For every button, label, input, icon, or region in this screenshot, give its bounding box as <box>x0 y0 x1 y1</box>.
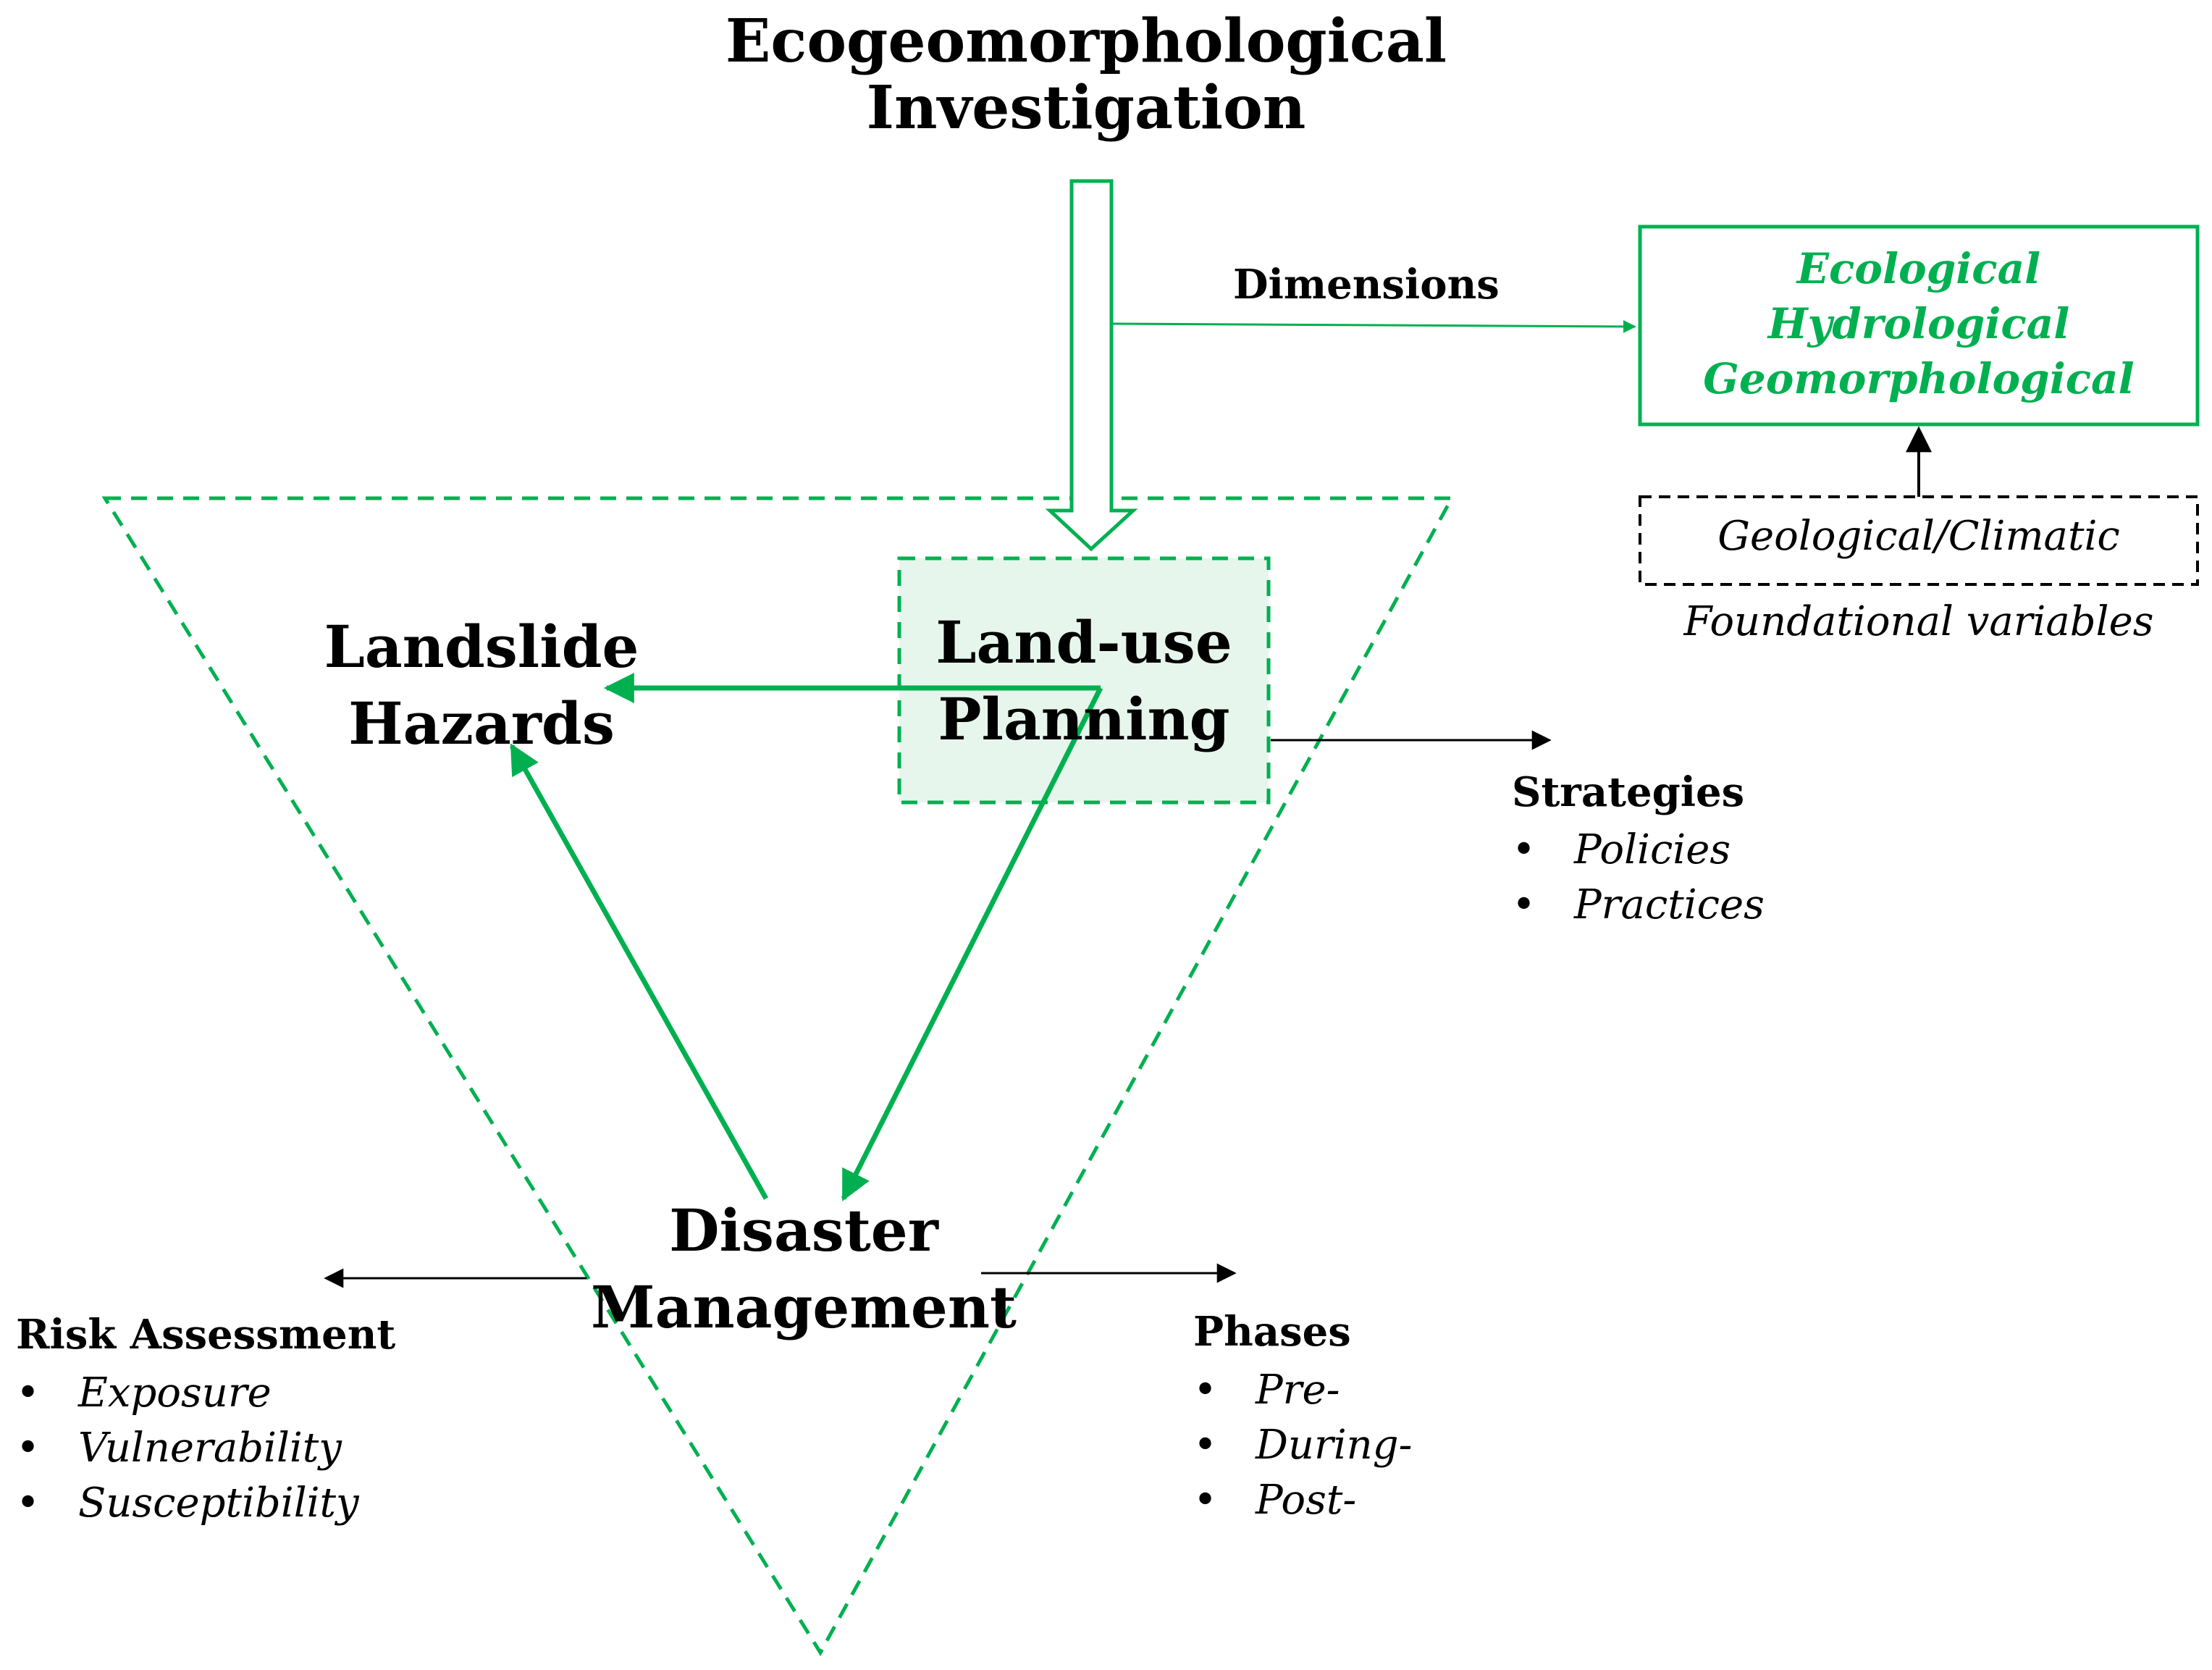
list-item: •Susceptibility <box>16 1480 359 1527</box>
strategies-list: •Policies •Practices <box>1512 823 1765 933</box>
phases-heading: Phases <box>1193 1308 1351 1356</box>
list-item: •Policies <box>1512 826 1731 873</box>
landslide-line1: Landslide <box>324 613 639 681</box>
disaster-management-label: Disaster Management <box>586 1192 1021 1346</box>
title: Ecogeomorphological Investigation <box>652 7 1521 143</box>
disaster-line1: Disaster <box>669 1196 938 1264</box>
landslide-hazards-label: Landslide Hazards <box>290 608 673 762</box>
title-line2: Investigation <box>866 72 1306 143</box>
strategies-heading: Strategies <box>1512 768 1745 816</box>
phases-list: •Pre- •During- •Post- <box>1193 1363 1412 1528</box>
list-item: •Pre- <box>1193 1367 1340 1414</box>
landslide-line2: Hazards <box>348 689 615 758</box>
disaster-to-landslide-arrow <box>509 743 769 1200</box>
list-item: •Practices <box>1512 881 1765 928</box>
dimensions-list: Ecological Hydrological Geomorphological <box>1640 241 2198 406</box>
hollow-down-arrow <box>1045 179 1138 552</box>
dimensions-box <box>1638 225 2200 427</box>
list-item: •Post- <box>1193 1477 1357 1524</box>
dimension-geomorphological: Geomorphological <box>1703 354 2135 403</box>
foundational-box-label: Geological/Climatic <box>1717 513 2120 560</box>
list-item: •Exposure <box>16 1369 272 1417</box>
landuse-line2: Planning <box>938 685 1230 753</box>
dimensions-label: Dimensions <box>1233 261 1500 309</box>
risk-heading: Risk Assessment <box>16 1311 396 1359</box>
dimension-hydrological: Hydrological <box>1767 299 2070 348</box>
landuse-planning-label: Land-use Planning <box>899 604 1269 758</box>
foundational-box <box>1639 495 2199 586</box>
dimension-ecological: Ecological <box>1796 244 2041 293</box>
title-line1: Ecogeomorphological <box>725 7 1447 76</box>
list-item: •Vulnerability <box>16 1424 342 1472</box>
landuse-line1: Land-use <box>935 608 1232 676</box>
list-item: •During- <box>1193 1422 1413 1469</box>
dashed-triangle-frame <box>101 496 1455 1656</box>
landuse-box <box>897 556 1271 805</box>
dimensions-arrow <box>1112 319 1636 333</box>
landuse-diagonal-arrow <box>841 687 1103 1201</box>
risk-list: •Exposure •Vulnerability •Susceptibility <box>16 1366 359 1531</box>
disaster-line2: Management <box>591 1273 1017 1341</box>
foundational-caption: Foundational variables <box>1683 598 2154 645</box>
